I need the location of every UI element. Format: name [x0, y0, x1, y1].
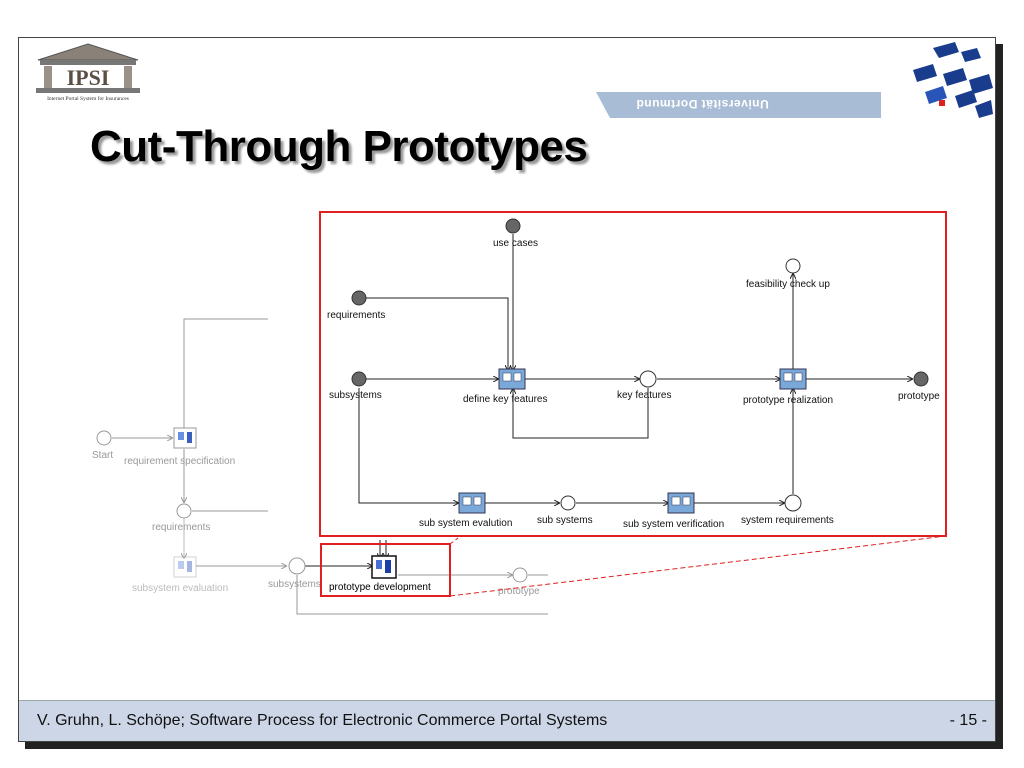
sub-systems-node [560, 495, 576, 511]
system-requirements-node [784, 494, 802, 512]
detail-diagram: use cases requirements subsystems define… [327, 218, 940, 530]
university-logo-icon [913, 42, 993, 118]
detail-prototype-label: prototype [898, 391, 940, 402]
prototype-development-label: prototype development [329, 582, 431, 593]
feasibility-check-up-label: feasibility check up [746, 279, 830, 290]
sub-system-evalution-label: sub system evalution [419, 518, 512, 529]
page-number: - 15 - [949, 712, 987, 729]
slide-title: Cut-Through Prototypes [90, 122, 588, 171]
ipsi-logo: IPSI Internet Portal System for Insuranc… [30, 42, 146, 106]
university-banner: Universität Dortmund [596, 92, 881, 118]
zoom-source-frame [320, 543, 451, 597]
start-label: Start [92, 450, 113, 461]
temple-icon: IPSI [36, 43, 140, 93]
key-features-label: key features [617, 390, 671, 401]
key-features-node [639, 370, 657, 388]
prototype-realization-activity [779, 368, 807, 390]
define-key-features-activity [498, 368, 526, 390]
requirement-specification-label: requirement specification [124, 456, 235, 467]
detail-prototype-node [913, 371, 929, 387]
detail-requirements-label: requirements [327, 310, 385, 321]
sub-system-verification-label: sub system verification [623, 519, 724, 530]
prototype-realization-label: prototype realization [743, 395, 833, 406]
subsystem-evaluation-label: subsystem evaluation [132, 583, 228, 594]
sub-systems-label: sub systems [537, 515, 593, 526]
process-diagram: Start requirement specification requirem… [92, 211, 947, 615]
detail-requirements-node [351, 290, 367, 306]
subsystem-evaluation-activity [173, 556, 197, 578]
requirements-node [176, 503, 192, 519]
sub-system-evalution-activity [458, 492, 486, 514]
zoom-line-top [449, 537, 459, 545]
detail-frame [319, 211, 947, 537]
footer-text: V. Gruhn, L. Schöpe; Software Process fo… [37, 712, 608, 729]
use-cases-label: use cases [493, 238, 538, 249]
slide-footer: V. Gruhn, L. Schöpe; Software Process fo… [19, 700, 995, 741]
logo-text: IPSI [67, 65, 110, 90]
requirements-label: requirements [152, 522, 210, 533]
start-node [96, 430, 112, 446]
prototype-node [512, 567, 528, 583]
subsystems-node [288, 557, 306, 575]
detail-subsystems-node [351, 371, 367, 387]
system-requirements-label: system requirements [741, 515, 834, 526]
detail-subsystems-label: subsystems [329, 390, 382, 401]
prototype-development-activity [371, 555, 397, 579]
feasibility-check-up-node [785, 258, 801, 274]
use-cases-node [505, 218, 521, 234]
sub-system-verification-activity [667, 492, 695, 514]
define-key-features-label: define key features [463, 394, 548, 405]
prototype-label: prototype [498, 586, 540, 597]
zoom-line-bottom [449, 535, 947, 597]
logo-caption: Internet Portal System for Insurances [47, 96, 129, 102]
requirement-specification-activity [173, 427, 197, 449]
subsystems-label: subsystems [268, 579, 321, 590]
